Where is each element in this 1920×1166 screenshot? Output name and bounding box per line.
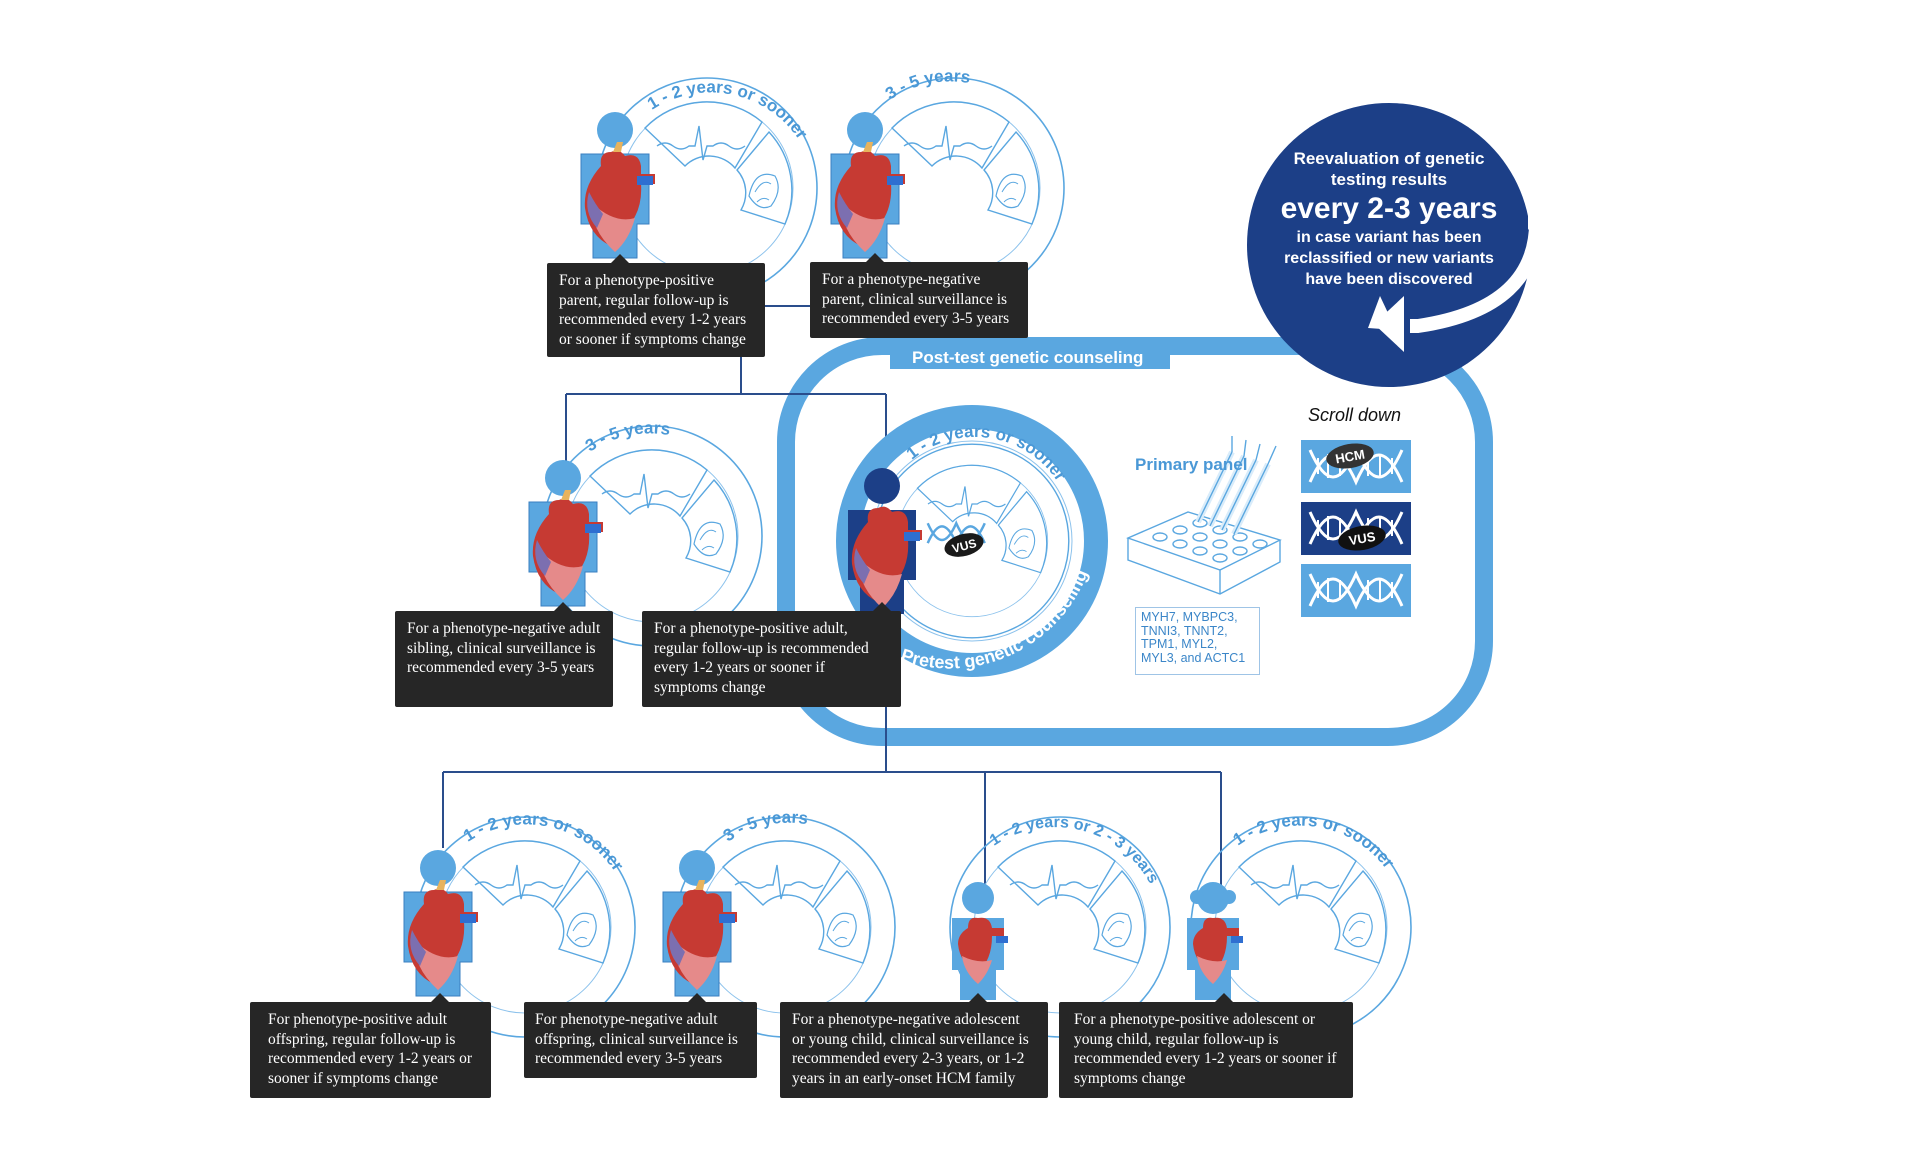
years-label-offspring-positive: 1 - 2 years or sooner xyxy=(460,809,627,874)
years-label-parent-negative: 3 - 5 years xyxy=(882,66,972,103)
vus-tag: VUS xyxy=(1348,529,1377,548)
hcm-tag: HCM xyxy=(1334,447,1366,467)
caption-child-negative: For a phenotype-negative adolescent or y… xyxy=(780,993,1048,1098)
parent-positive-figure xyxy=(580,111,656,259)
reevaluation-line-1: Reevaluation of genetic xyxy=(1293,149,1485,168)
caption-child-positive: For a phenotype-positive adolescent or y… xyxy=(1059,993,1353,1098)
gene-list: MYH7, MYBPC3, TNNI3, TNNT2, TPM1, MYL2, … xyxy=(1135,607,1260,675)
caption-proband-positive: For a phenotype-positive adult, regular … xyxy=(642,602,901,707)
reevaluation-line-2: testing results xyxy=(1330,170,1448,189)
caption-offspring-negative: For phenotype-negative adult offspring, … xyxy=(524,993,757,1078)
reevaluation-frequency: every 2-3 years xyxy=(1280,192,1498,225)
pedigree-lines xyxy=(442,305,1222,890)
offspring-negative-figure xyxy=(662,849,738,997)
caption-parent-negative: For a phenotype-negative parent, clinica… xyxy=(810,253,1028,338)
parent-negative-figure xyxy=(830,111,906,259)
years-label-offspring-negative: 3 - 5 years xyxy=(720,808,809,846)
child-positive-figure xyxy=(1187,882,1243,1000)
proband-vus-tag: VUS xyxy=(951,536,978,556)
sibling-figure xyxy=(528,459,604,607)
reevaluation-circle xyxy=(1247,103,1544,387)
post-test-counseling-label: Post-test genetic counseling xyxy=(912,348,1143,367)
offspring-positive-figure xyxy=(403,849,479,997)
dna-strip-hcm: HCM xyxy=(1301,440,1411,493)
post-test-counseling-frame xyxy=(777,337,1493,746)
reevaluation-line-4: reclassified or new variants xyxy=(1284,250,1494,267)
child-negative-figure xyxy=(952,882,1008,1000)
scroll-down-label: Scroll down xyxy=(1308,405,1401,425)
dna-strip-vus: VUS xyxy=(1301,502,1411,555)
primary-panel-plate xyxy=(1126,436,1282,595)
years-label-child-negative: 1 - 2 years or 2 - 3 years xyxy=(987,814,1162,886)
dna-strip-plain xyxy=(1301,564,1411,617)
reevaluation-line-3: in case variant has been xyxy=(1296,229,1482,246)
primary-panel-title: Primary panel xyxy=(1135,455,1247,474)
reevaluation-line-5: have been discovered xyxy=(1305,271,1473,288)
caption-parent-positive: For a phenotype-positive parent, regular… xyxy=(547,254,765,357)
caption-offspring-positive: For phenotype-positive adult offspring, … xyxy=(250,993,491,1098)
caption-sibling-negative: For a phenotype-negative adult sibling, … xyxy=(395,602,613,707)
